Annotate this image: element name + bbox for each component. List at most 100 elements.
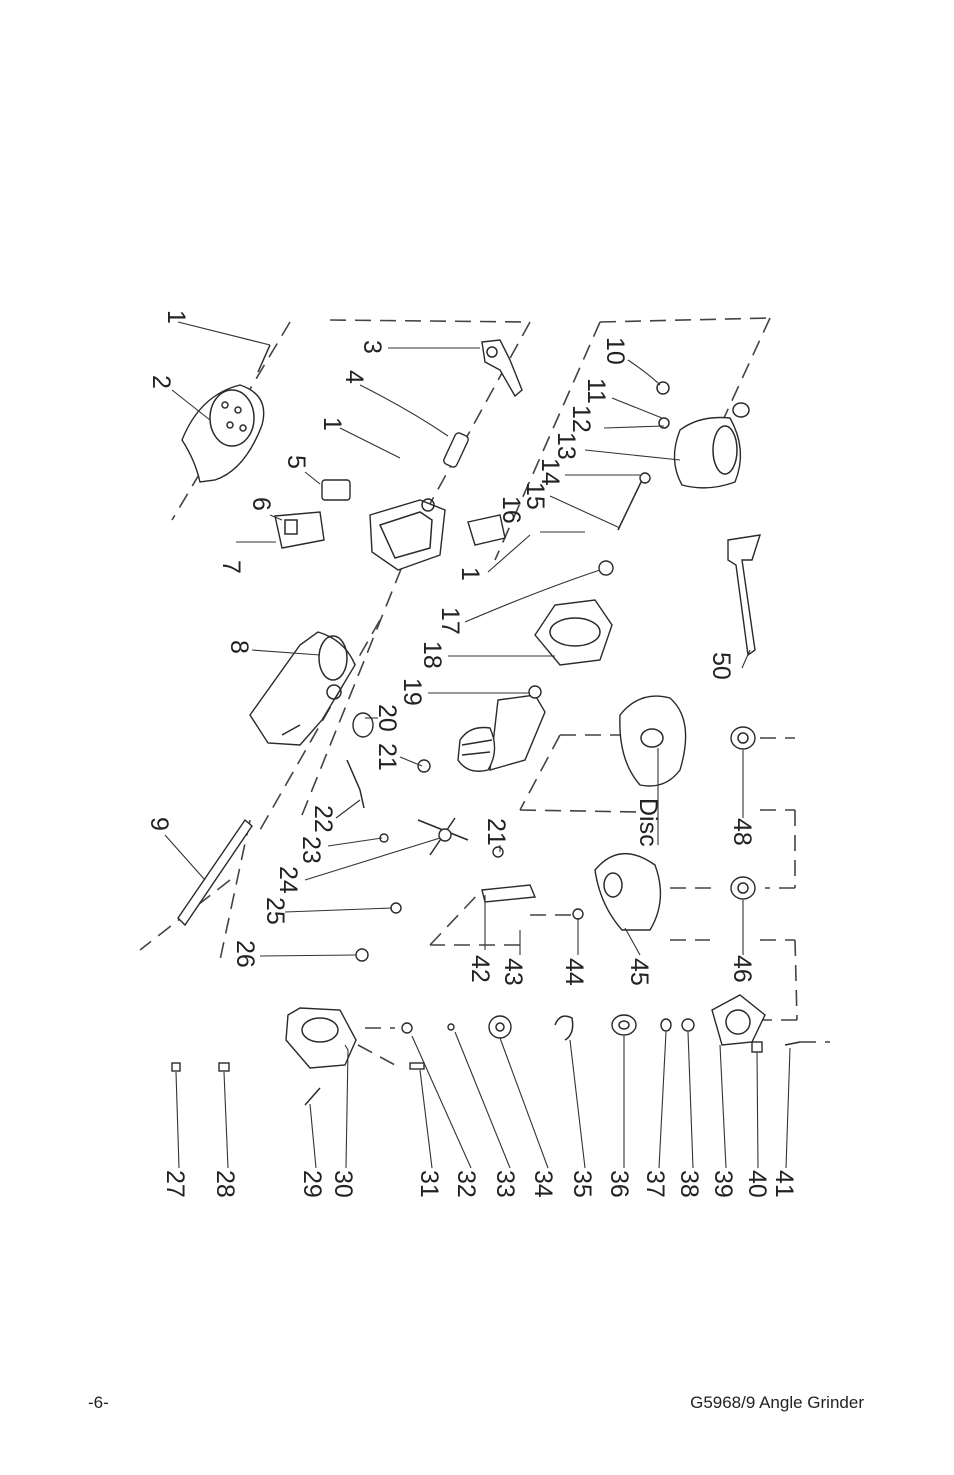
callout-46: 46 bbox=[728, 955, 756, 983]
callout-labels: 1 2 3 4 1 5 6 7 10 11 12 13 14 15 16 1 1… bbox=[145, 310, 798, 1198]
callout-34: 34 bbox=[529, 1170, 557, 1198]
callout-12: 12 bbox=[567, 405, 595, 433]
callout-45: 45 bbox=[625, 958, 653, 986]
part-bearing-plate-39 bbox=[711, 994, 766, 1046]
callout-25: 25 bbox=[261, 897, 289, 925]
callout-23: 23 bbox=[297, 836, 325, 864]
part-37 bbox=[660, 1018, 672, 1032]
callout-37: 37 bbox=[641, 1170, 669, 1198]
callout-21a: 21 bbox=[373, 743, 401, 771]
callout-43: 43 bbox=[499, 958, 527, 986]
part-32 bbox=[409, 1062, 425, 1070]
callout-20: 20 bbox=[373, 704, 401, 732]
callout-1b: 1 bbox=[318, 417, 346, 431]
part-nut-48 bbox=[730, 726, 756, 750]
part-armature bbox=[457, 685, 546, 772]
part-brush-spring bbox=[417, 817, 469, 856]
part-side-handle bbox=[177, 818, 253, 927]
part-28 bbox=[218, 1062, 230, 1072]
part-washer-14 bbox=[639, 472, 651, 484]
part-40 bbox=[751, 1041, 763, 1053]
callout-4: 4 bbox=[340, 370, 368, 384]
callout-6: 6 bbox=[247, 497, 275, 511]
part-clamp-44 bbox=[572, 908, 584, 920]
callout-17: 17 bbox=[436, 607, 464, 635]
callout-26: 26 bbox=[231, 940, 259, 968]
part-cord bbox=[346, 759, 365, 809]
part-switch bbox=[274, 511, 325, 549]
callout-50: 50 bbox=[707, 652, 735, 680]
callout-33: 33 bbox=[491, 1170, 519, 1198]
page-number: -6- bbox=[88, 1393, 109, 1412]
part-gear-34 bbox=[488, 1015, 512, 1039]
callout-disc: Disc bbox=[634, 798, 662, 847]
part-rear-cap bbox=[181, 344, 271, 483]
part-long-screw bbox=[617, 479, 643, 531]
callout-31: 31 bbox=[415, 1170, 443, 1198]
callout-13: 13 bbox=[552, 432, 580, 460]
callout-41: 41 bbox=[770, 1170, 798, 1198]
callout-29: 29 bbox=[298, 1170, 326, 1198]
callout-9: 9 bbox=[145, 817, 173, 831]
callout-32: 32 bbox=[452, 1170, 480, 1198]
part-38 bbox=[681, 1018, 695, 1032]
part-gear-housing bbox=[285, 1007, 357, 1069]
part-washer-46 bbox=[730, 876, 756, 900]
part-circlip-35 bbox=[554, 1015, 574, 1041]
callout-21b: 21 bbox=[482, 818, 510, 846]
part-27 bbox=[171, 1062, 181, 1072]
document-title: G5968/9 Angle Grinder bbox=[690, 1393, 864, 1412]
callout-44: 44 bbox=[560, 958, 588, 986]
callout-24: 24 bbox=[274, 866, 302, 894]
callout-35: 35 bbox=[568, 1170, 596, 1198]
part-bearing-20 bbox=[352, 712, 374, 738]
callout-8: 8 bbox=[225, 640, 253, 654]
callout-2: 2 bbox=[147, 375, 175, 389]
callout-19: 19 bbox=[398, 678, 426, 706]
callout-22: 22 bbox=[309, 805, 337, 833]
part-pin bbox=[443, 432, 469, 468]
part-fan-baffle bbox=[534, 560, 614, 666]
callout-27: 27 bbox=[161, 1170, 189, 1198]
part-33 bbox=[447, 1023, 455, 1031]
callout-3: 3 bbox=[358, 340, 386, 354]
part-stator bbox=[656, 381, 750, 489]
part-brush-holder bbox=[369, 498, 446, 571]
callout-38: 38 bbox=[675, 1170, 703, 1198]
callout-39: 39 bbox=[709, 1170, 737, 1198]
callout-14: 14 bbox=[536, 458, 564, 486]
callout-16: 16 bbox=[497, 496, 525, 524]
part-switch-lever bbox=[481, 339, 523, 398]
part-bearing-36 bbox=[611, 1014, 637, 1036]
part-grinding-disc bbox=[619, 695, 687, 787]
callout-1a: 1 bbox=[162, 310, 190, 324]
callout-40: 40 bbox=[743, 1170, 771, 1198]
callout-1c: 1 bbox=[456, 567, 484, 581]
callout-48: 48 bbox=[728, 818, 756, 846]
part-terminal bbox=[467, 514, 506, 546]
callout-5: 5 bbox=[282, 455, 310, 469]
part-bearing-21 bbox=[417, 759, 431, 773]
assembly-guide-lines bbox=[139, 317, 830, 1066]
callout-42: 42 bbox=[466, 955, 494, 983]
part-29 bbox=[304, 1087, 321, 1106]
callout-10: 10 bbox=[601, 337, 629, 365]
part-31 bbox=[401, 1022, 413, 1034]
callout-28: 28 bbox=[211, 1170, 239, 1198]
part-brush bbox=[321, 479, 351, 501]
callout-7: 7 bbox=[217, 560, 245, 574]
part-spindle bbox=[481, 846, 537, 903]
part-motor-housing bbox=[249, 631, 356, 746]
callout-36: 36 bbox=[605, 1170, 633, 1198]
part-spanner bbox=[727, 534, 762, 657]
leader-lines bbox=[164, 321, 791, 1169]
part-41 bbox=[784, 1041, 801, 1046]
part-nut-25 bbox=[390, 902, 402, 914]
callout-30: 30 bbox=[329, 1170, 357, 1198]
callout-15: 15 bbox=[521, 482, 549, 510]
callout-18: 18 bbox=[418, 641, 446, 669]
callout-11: 11 bbox=[582, 378, 610, 404]
part-wheel-guard bbox=[594, 852, 662, 931]
part-nut-26 bbox=[355, 948, 369, 962]
